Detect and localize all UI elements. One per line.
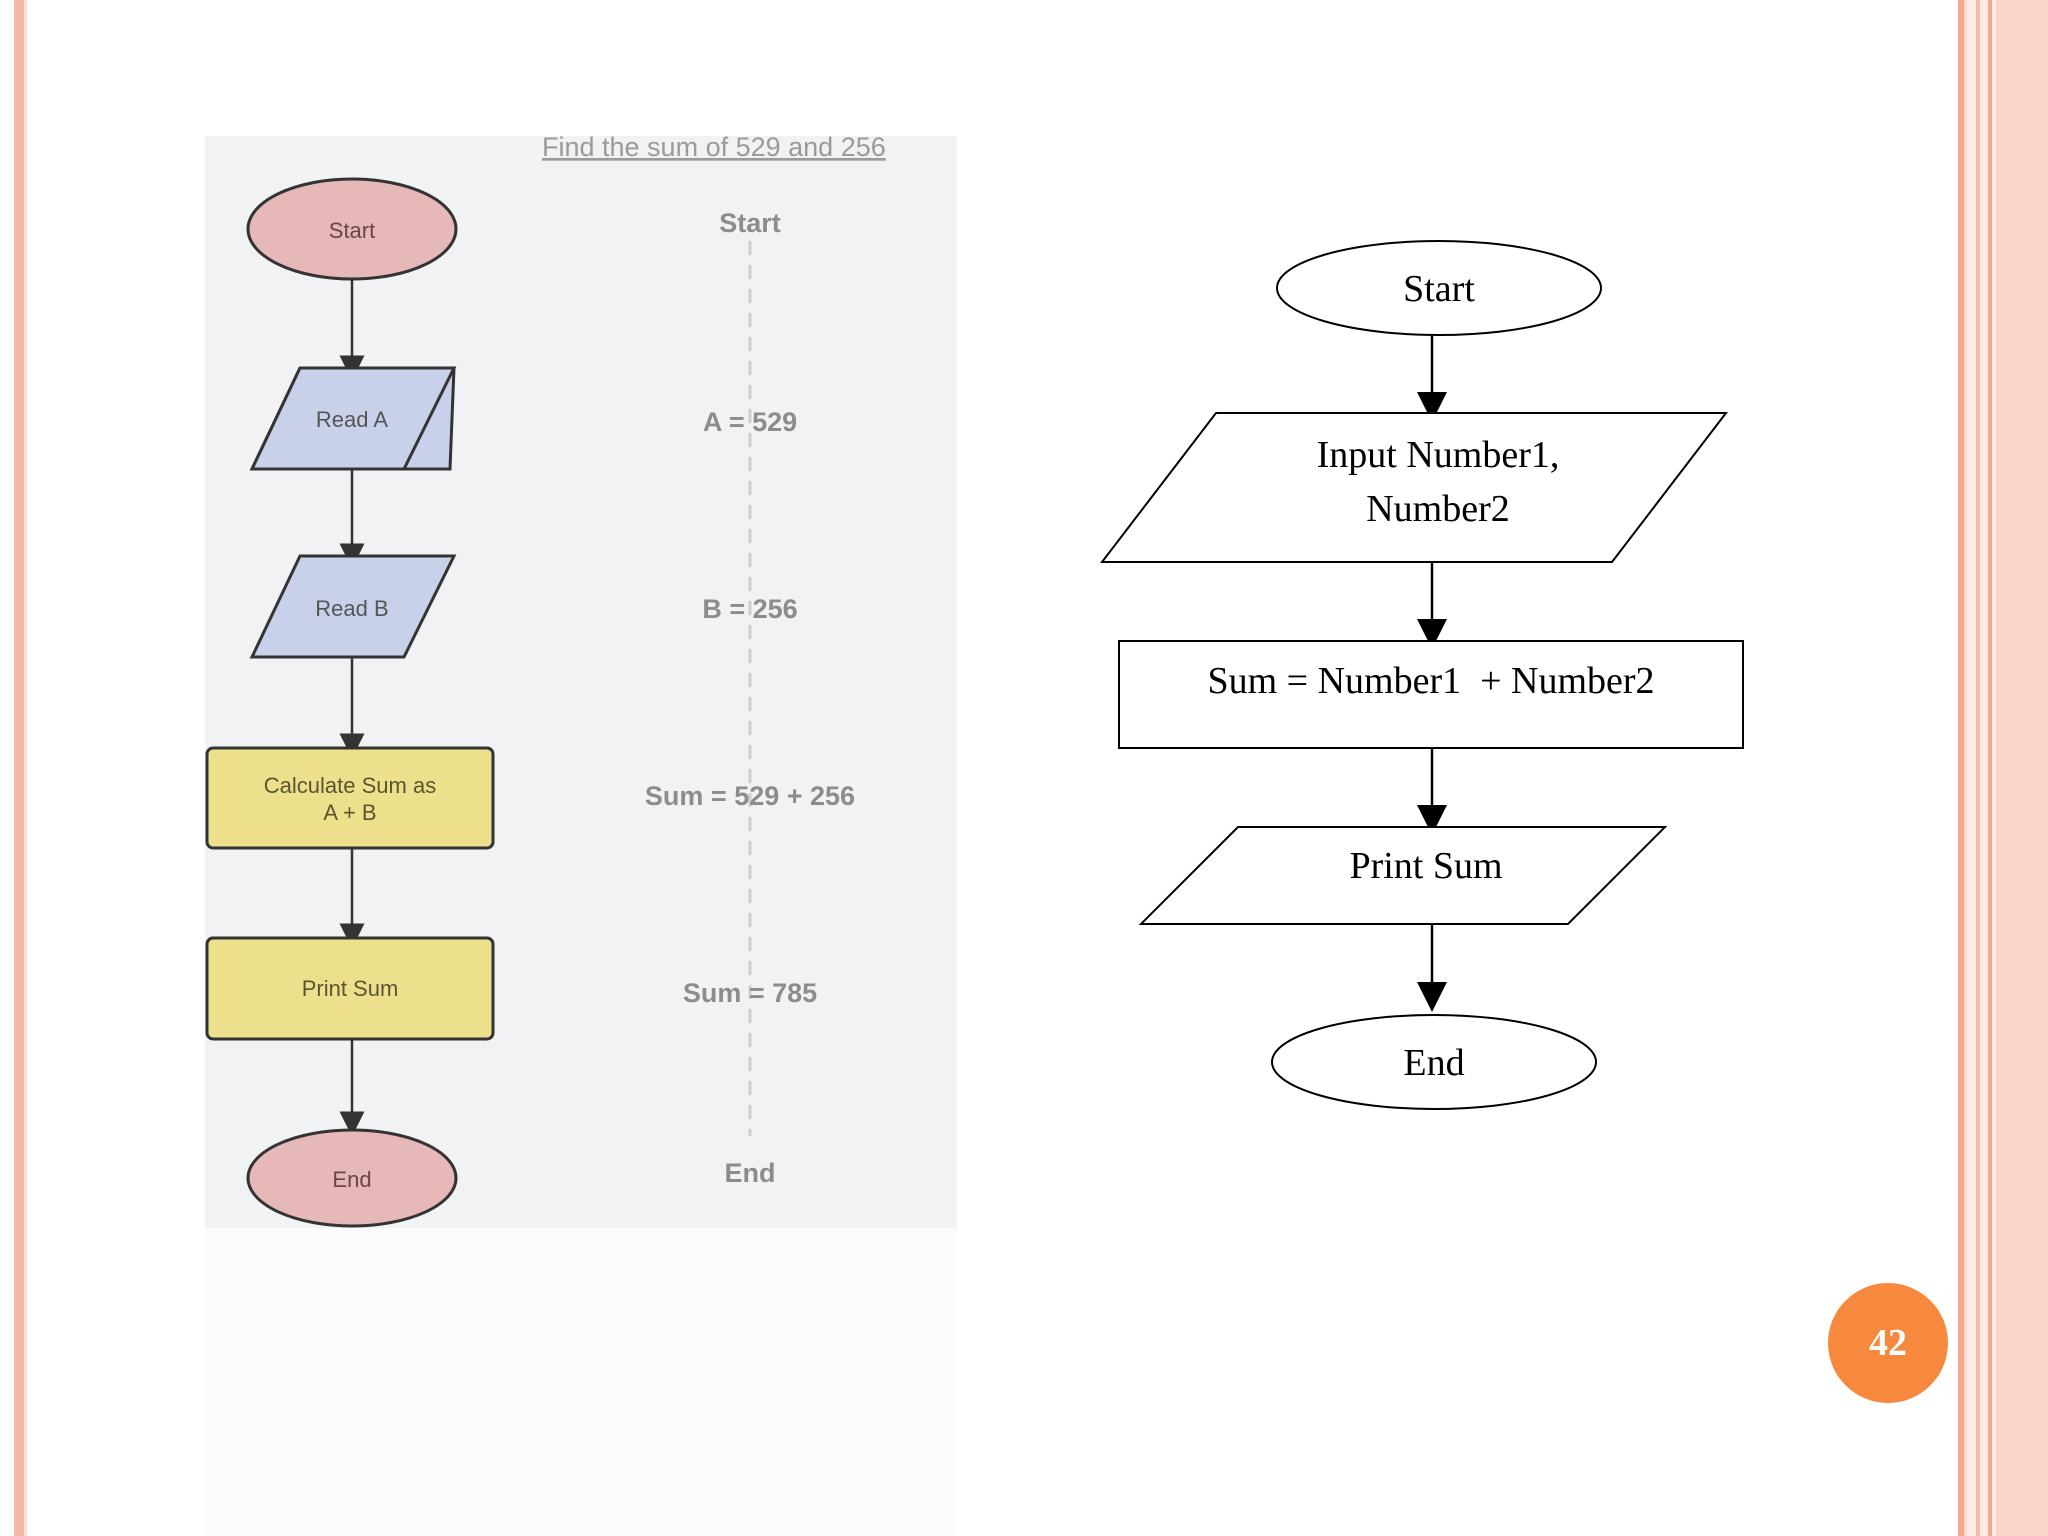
left-print-label: Print Sum xyxy=(302,976,399,1001)
left-flowchart-image xyxy=(205,136,957,1228)
right-end-terminal xyxy=(1271,1014,1597,1110)
trace-start: Start xyxy=(719,208,781,238)
right-start-terminal xyxy=(1276,240,1602,336)
right-print-label: Print Sum xyxy=(1349,845,1502,887)
left-flowchart: Find the sum of 529 and 256 Start Read A… xyxy=(205,136,886,1228)
right-end-label: End xyxy=(1403,1042,1464,1084)
left-read-b-label: Read B xyxy=(315,596,388,621)
right-flowchart: Start Input Number1, Number2 Sum = Numbe… xyxy=(1100,240,1744,1110)
right-frame-stripe xyxy=(1988,0,1992,1536)
right-frame-stripe xyxy=(1964,0,1967,1536)
left-read-a-label: Read A xyxy=(316,407,388,432)
left-start-label: Start xyxy=(329,218,375,243)
right-frame-stripe xyxy=(1958,0,1964,1536)
right-input-io xyxy=(1100,412,1729,563)
left-read-a-shape xyxy=(249,366,457,471)
left-end-terminal xyxy=(246,1128,458,1228)
page-number: 42 xyxy=(1869,1322,1907,1364)
right-sum-process xyxy=(1118,640,1744,749)
right-print-io xyxy=(1138,826,1668,925)
left-calc-process xyxy=(205,746,495,850)
trace-a: A = 529 xyxy=(703,407,797,437)
left-image-lower-area xyxy=(205,1228,957,1536)
trace-sum-expr: Sum = 529 + 256 xyxy=(645,781,855,811)
page-number-badge: 42 xyxy=(1828,1283,1948,1403)
left-flowchart-title: Find the sum of 529 and 256 xyxy=(542,136,886,162)
right-frame-stripe xyxy=(1976,0,1980,1536)
left-start-terminal xyxy=(246,177,458,281)
left-end-label: End xyxy=(332,1167,371,1192)
trace-end: End xyxy=(725,1158,776,1188)
right-frame-stripe xyxy=(1996,0,2048,1536)
left-calc-label-line1: Calculate Sum as xyxy=(264,773,436,798)
right-sum-label: Sum = Number1 + Number2 xyxy=(1207,660,1654,702)
right-input-label-line2: Number2 xyxy=(1366,488,1510,530)
left-print-process xyxy=(205,936,495,1041)
left-read-b-io xyxy=(249,554,457,659)
left-calc-label-line2: A + B xyxy=(323,800,376,825)
right-start-label: Start xyxy=(1403,268,1475,310)
left-frame-inner-bar xyxy=(24,0,27,1536)
left-frame-bar xyxy=(14,0,24,1536)
trace-sum-value: Sum = 785 xyxy=(683,978,817,1008)
trace-b: B = 256 xyxy=(702,594,797,624)
right-input-label-line1: Input Number1, xyxy=(1317,434,1560,476)
